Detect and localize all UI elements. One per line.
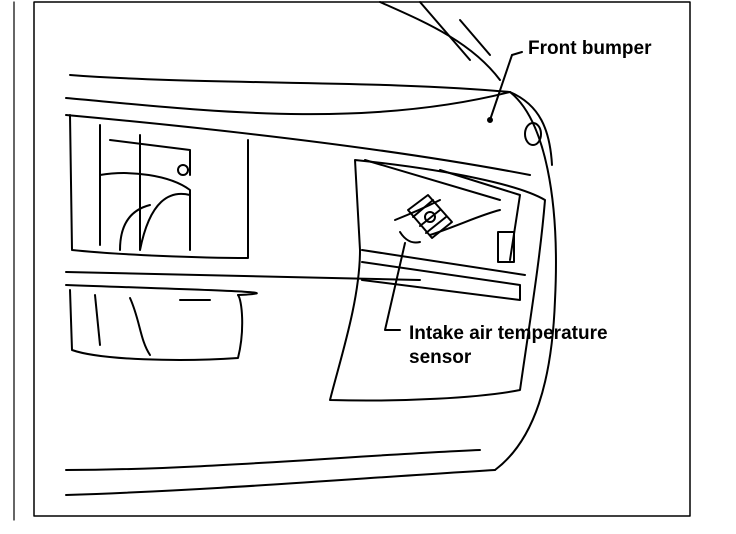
sensor-opening-shelf [361,261,521,301]
sensor-opening-inner-top [364,159,501,201]
bumper-right-contour [494,91,557,471]
bumper-top-edge [65,91,553,166]
leader-sensor [384,242,406,331]
leader-dot [487,117,493,123]
bracket-tab [497,231,515,263]
lower-grille-2 [129,297,151,356]
leader-front-bumper [489,54,513,121]
fender-top [69,74,511,93]
grille-inner-5 [119,204,151,251]
sensor-opening-outline [329,159,546,402]
grille-inner-4 [109,139,191,176]
bumper-lower-lip [65,449,481,471]
sensor-label-line-1: Intake air temperature [409,323,608,344]
bumper-bar-top [65,271,421,281]
lower-grille-1 [94,294,101,346]
sensor-connector [399,194,453,244]
lower-opening-left [69,289,244,361]
grille-bolt [177,164,189,176]
sensor-label-line-2: sensor [409,347,472,368]
hood-line-3 [459,19,491,56]
grille-inner-3 [99,172,191,251]
frame-border [33,1,691,517]
hood-line-2 [419,1,471,61]
bumper-bar-bottom [65,284,258,296]
front-bumper-label: Front bumper [528,38,652,59]
intake-air-temperature-sensor-label: Intake air temperature sensor [409,322,608,370]
grille-opening-left [69,114,249,259]
grille-inner-2 [139,134,191,251]
hood-edge [379,1,501,81]
sensor-opening-shelf-2 [361,249,526,276]
bumper-upper-lip [65,114,531,176]
bumper-bottom-edge [65,469,496,496]
leader-bumper-tick [511,51,523,56]
bumper-bolt-hole [524,122,542,146]
bracket [439,169,521,261]
